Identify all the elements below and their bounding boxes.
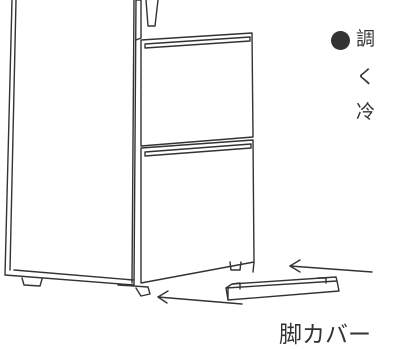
insert-arrow-upper [289, 259, 373, 273]
refrigerator-body [4, 0, 137, 286]
fridge-feet [21, 261, 255, 297]
insert-arrow-lower [157, 290, 243, 305]
note-line-1: 調 [356, 28, 376, 50]
bullet-point [331, 31, 350, 50]
note-line-3: 冷 [356, 101, 376, 123]
lower-drawer [140, 139, 255, 284]
foot-cover-label: 脚カバー [279, 322, 371, 348]
foot-cover-bar [225, 276, 340, 301]
upper-drawer [140, 32, 254, 147]
note-line-2: く [356, 66, 376, 88]
upper-door [135, 0, 159, 41]
